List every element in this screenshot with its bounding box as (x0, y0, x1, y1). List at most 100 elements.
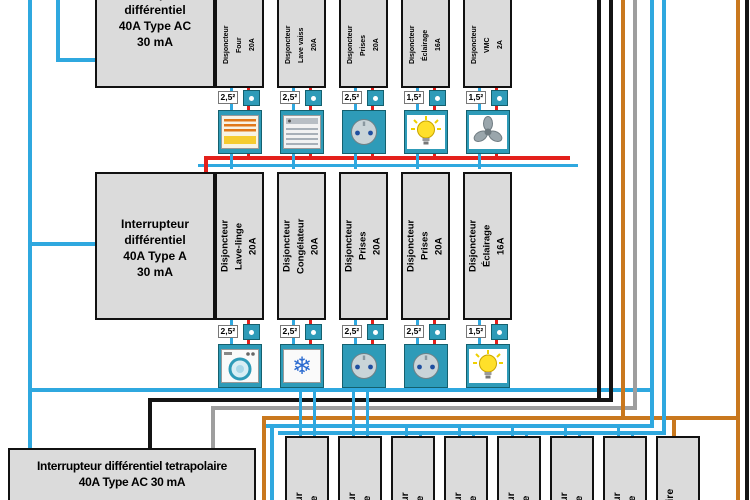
freezer-icon: ❄ (279, 344, 324, 388)
wire-gauge-label: 2,5² (217, 325, 239, 338)
connector-terminal (366, 90, 384, 106)
washer-icon (217, 344, 262, 388)
gauge-connector: 1,5² (465, 90, 510, 106)
wire-phase-black-v2 (609, 0, 613, 402)
breaker-box: Disjoncteur Four 20A (215, 0, 264, 88)
breaker-label: Disjoncteur Prises 20A (347, 25, 380, 65)
fan-icon (465, 110, 510, 154)
wire-neutral-stub (229, 152, 233, 169)
wire-gauge-label: 2,5² (279, 91, 301, 104)
wire-gauge-label: 1,5² (465, 325, 487, 338)
breaker-label: Disjoncteur Prises 20A (343, 219, 383, 273)
wire-phase-gray-drop (211, 406, 215, 448)
wire-phase-stub (494, 152, 498, 160)
wire-gauge-label: 2,5² (217, 91, 239, 104)
wire-neutral-drop (405, 424, 408, 436)
breaker-box: Disjoncteur Lave-linge 20A (215, 172, 264, 320)
breaker-box: Disjoncteur Chauffage (603, 436, 647, 500)
wire-neutral-drop (313, 388, 316, 436)
breaker-label: Disjoncteur Chauffage (446, 438, 486, 500)
gauge-connector: 2,5² (279, 324, 324, 340)
connector-terminal (428, 324, 446, 340)
wire-neutral-stub (291, 152, 295, 169)
breaker-label: Disjoncteur Prises 20A (405, 219, 445, 273)
breaker-box: Disjoncteur Prises 20A (401, 172, 450, 320)
oven-icon (217, 110, 262, 154)
breaker-label: Disjoncteur Chauffage (552, 438, 592, 500)
breaker-box: Disjoncteur Chauffage (391, 436, 435, 500)
wire-neutral-drop (511, 424, 514, 436)
gauge-connector: 2,5² (217, 324, 262, 340)
gauge-connector: 2,5² (279, 90, 324, 106)
breaker-label: Disjoncteur Éclairage 16A (467, 219, 507, 273)
connector-terminal (490, 90, 508, 106)
breaker-box: Disjoncteur Chauffage (497, 436, 541, 500)
differential-switch-1-label: Interrupteur différentiel 40A Type AC 30… (118, 0, 192, 49)
wire-neutral-drop (299, 388, 302, 436)
wire-neutral-drop (458, 424, 461, 436)
wire-neutral-drop (352, 388, 355, 436)
breaker-box: Disjoncteur Prises 20A (339, 172, 388, 320)
wire-phase-orange-bus (262, 416, 740, 420)
gauge-connector: 2,5² (341, 90, 386, 106)
breaker-box: Disjoncteur Congélateur 20A (277, 172, 326, 320)
connector-terminal (304, 90, 322, 106)
breaker-box: Disjoncteur Chauffage (550, 436, 594, 500)
breaker-label: Disjoncteur Chauffage (499, 438, 539, 500)
wire-phase-orange-drop2 (672, 416, 676, 436)
breaker-box: Disjoncteur VMC 2A (463, 0, 512, 88)
breaker-label: Disjoncteur Chauffage (340, 438, 380, 500)
gauge-connector: 1,5² (465, 324, 510, 340)
differential-switch-2-label: Interrupteur différentiel 40A Type A 30 … (120, 217, 189, 279)
wire-neutral-right-v2 (662, 0, 666, 435)
wire-gauge-label: 2,5² (403, 325, 425, 338)
breaker-box: Disjoncteur Chauffage (285, 436, 329, 500)
gauge-connector: 2,5² (341, 324, 386, 340)
connector-terminal (428, 90, 446, 106)
wire-phase-stub (432, 152, 436, 160)
wire-phase-gray-bus (211, 406, 637, 410)
wire-phase-stub (370, 152, 374, 160)
outlet-icon (403, 344, 448, 388)
wire-neutral-drop (617, 424, 620, 436)
wire-gauge-label: 2,5² (279, 325, 301, 338)
breaker-box: Disjoncteur Lave vaiss 20A (277, 0, 326, 88)
gauge-connector: 2,5² (217, 90, 262, 106)
wire-neutral-drop (525, 431, 528, 436)
wire-neutral-bus-1 (28, 388, 654, 392)
connector-terminal (304, 324, 322, 340)
wire-phase-stub (308, 152, 312, 160)
bulb-icon (403, 110, 448, 154)
breaker-box: Disjoncteur Chauffage (338, 436, 382, 500)
breaker-box: Disjoncteur Prises 20A (339, 0, 388, 88)
wire-neutral-drop (419, 431, 422, 436)
wire-neutral-stub (415, 152, 419, 169)
wire-gauge-label: 2,5² (341, 325, 363, 338)
wire-gauge-label: 1,5² (403, 91, 425, 104)
wire-neutral-right-v1 (650, 0, 654, 428)
wire-phase-red-bus-top (204, 156, 570, 160)
breaker-box: Disjoncteur Éclairage 16A (401, 0, 450, 88)
wire-neutral-drop (578, 431, 581, 436)
breaker-label: Disjoncteur VMC 2A (471, 25, 504, 65)
differential-switch-1: Interrupteur différentiel 40A Type AC 30… (95, 0, 215, 88)
wire-phase-orange-edge (736, 0, 740, 500)
breaker-label: Disjoncteur Four 20A (223, 25, 256, 65)
wire-neutral-drop0 (270, 424, 274, 500)
breaker-label: Disjoncteur Chauffage (605, 438, 645, 500)
differential-switch-3: Interrupteur différentiel tetrapolaire 4… (8, 448, 256, 500)
wire-phase-orange-drop1 (262, 416, 266, 500)
wire-neutral-drop (564, 424, 567, 436)
breaker-label: Disjoncteur Lave vaiss 20A (285, 25, 318, 65)
outlet-icon (341, 344, 386, 388)
wire-neutral-top-feed-h (56, 58, 96, 62)
breaker-box: Disjoncteur Chauffage (444, 436, 488, 500)
outlet-icon (341, 110, 386, 154)
dishwasher-icon (279, 110, 324, 154)
wire-neutral-drop (631, 431, 634, 436)
breaker-label: Disjoncteur Éclairage 16A (409, 25, 442, 65)
bulb-icon (465, 344, 510, 388)
wire-neutral-drop (366, 388, 369, 436)
breaker-label: Disjoncteur Lave-linge 20A (219, 219, 259, 273)
